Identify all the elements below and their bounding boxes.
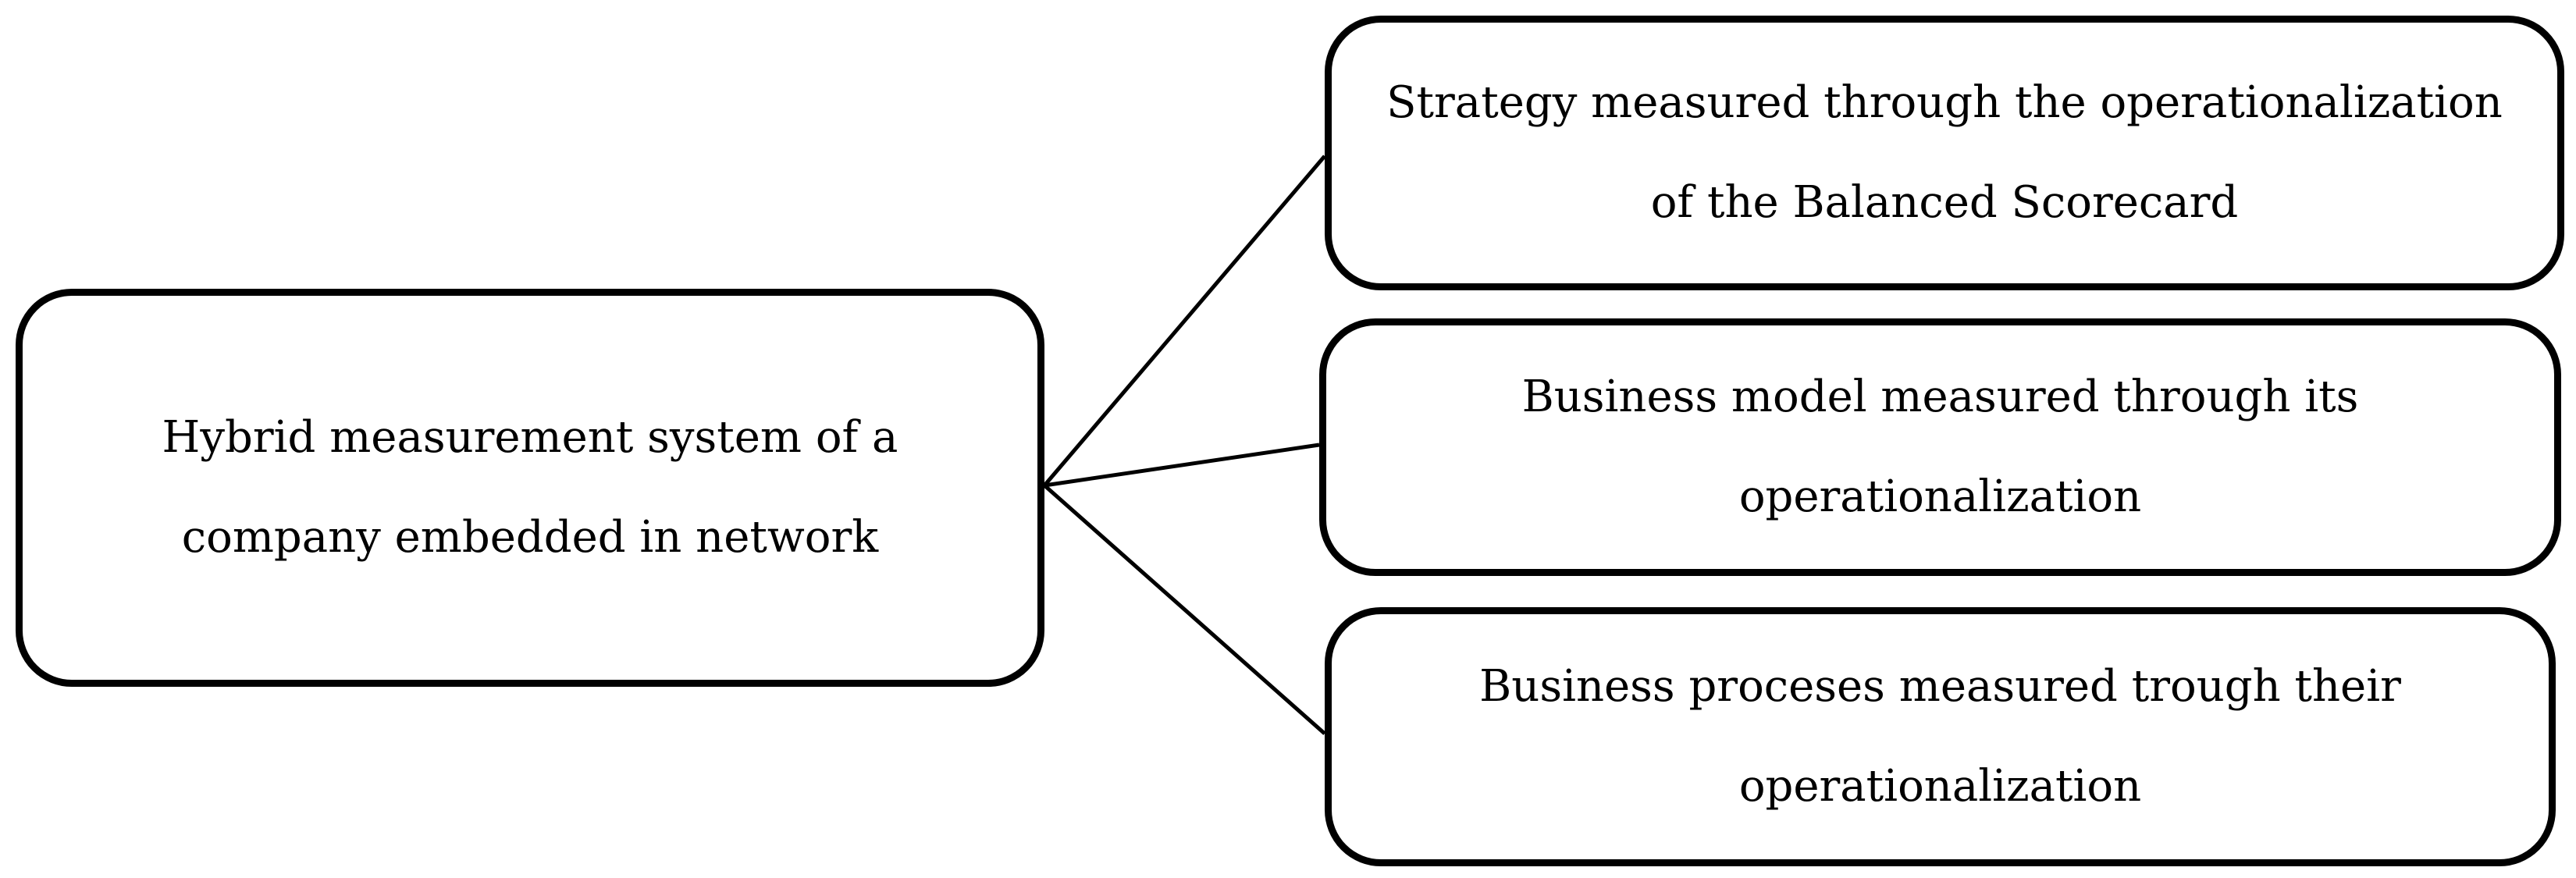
business-model-node-line-1: Business model measured through its xyxy=(1521,371,2359,422)
business-model-node: Business model measured through its oper… xyxy=(1319,318,2561,576)
connector-to-strategy xyxy=(1043,155,1326,487)
business-model-node-line-2: operationalization xyxy=(1738,471,2142,522)
strategy-node: Strategy measured through the operationa… xyxy=(1325,16,2564,290)
connector-to-business-model xyxy=(1044,443,1320,488)
business-processes-node-label: Business proceses measured trough their … xyxy=(1448,637,2432,837)
strategy-node-label: Strategy measured through the operationa… xyxy=(1355,53,2534,253)
business-processes-node: Business proceses measured trough their … xyxy=(1325,607,2556,866)
business-processes-node-line-1: Business proceses measured trough their xyxy=(1479,661,2401,712)
root-node-line-1: Hybrid measurement system of a xyxy=(162,412,898,463)
business-processes-node-line-2: operationalization xyxy=(1738,761,2142,812)
root-node-label: Hybrid measurement system of a company e… xyxy=(131,388,930,588)
root-node: Hybrid measurement system of a company e… xyxy=(16,289,1044,687)
strategy-node-line-2: of the Balanced Scorecard xyxy=(1650,177,2239,228)
business-model-node-label: Business model measured through its oper… xyxy=(1491,347,2390,547)
root-node-line-2: company embedded in network xyxy=(181,512,879,563)
connector-to-business-processes xyxy=(1043,484,1326,735)
strategy-node-line-1: Strategy measured through the operationa… xyxy=(1386,77,2503,128)
